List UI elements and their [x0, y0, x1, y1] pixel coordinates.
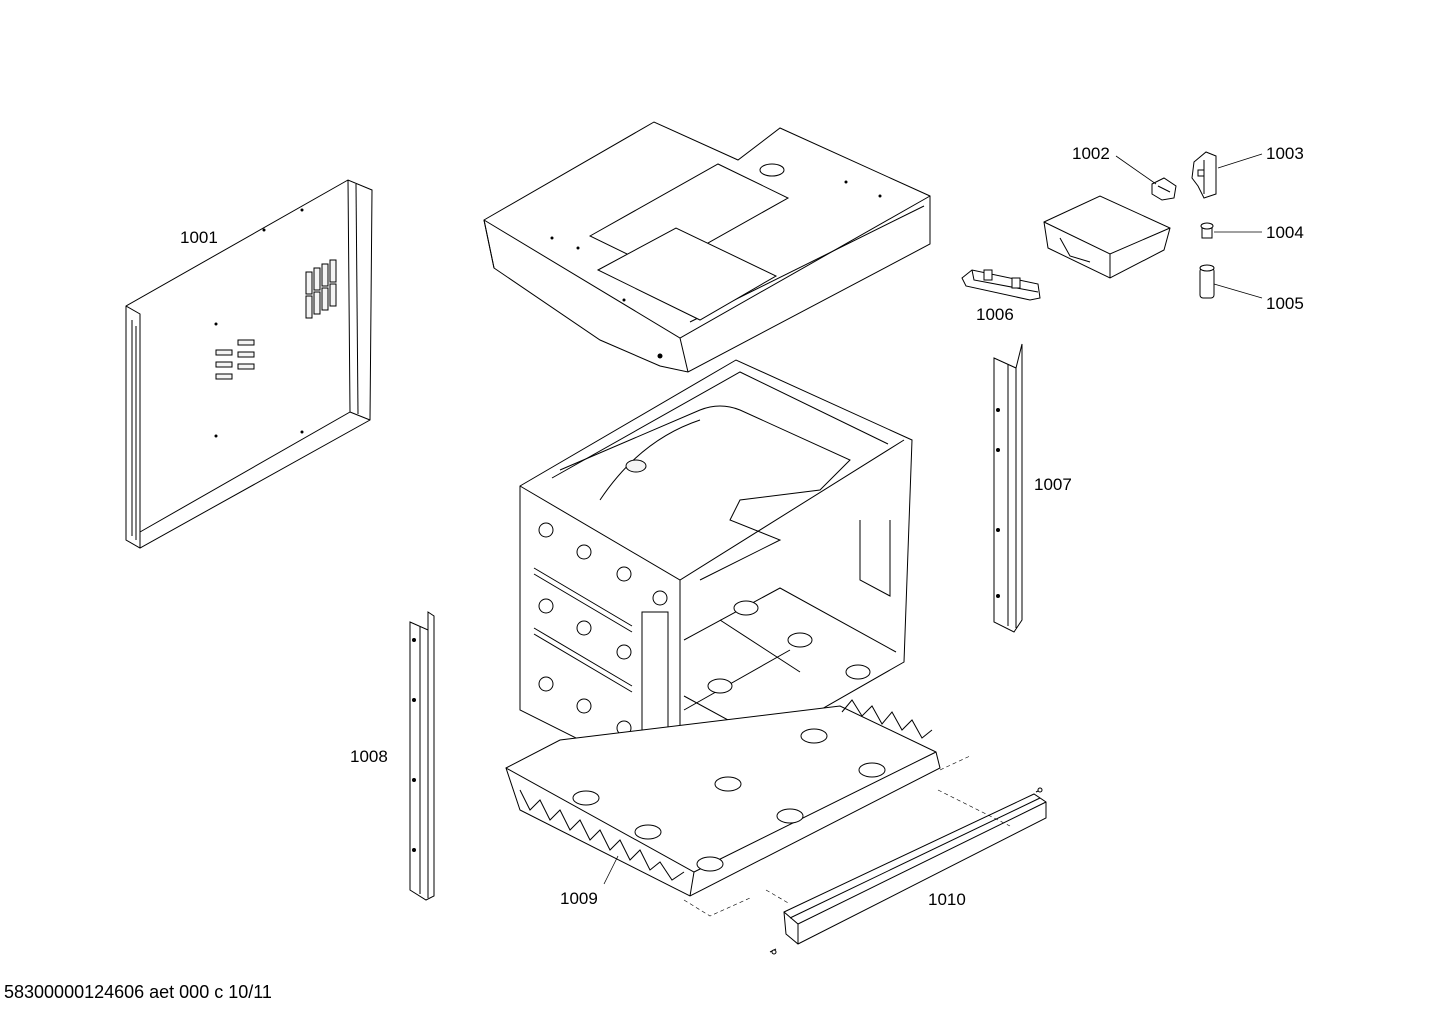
top-cover	[483, 121, 931, 373]
hinge-bracket-1003	[1191, 151, 1217, 199]
callout-1006: 1006	[976, 305, 1014, 324]
callout-1009: 1009	[560, 889, 598, 908]
callout-1004: 1004	[1266, 223, 1304, 242]
latch-1006	[961, 269, 1041, 301]
callout-1007: 1007	[1034, 475, 1072, 494]
pin-1005	[1199, 264, 1215, 299]
callout-1005: 1005	[1266, 294, 1304, 313]
base-tray-1009	[505, 699, 941, 897]
clip-1002	[1151, 177, 1177, 201]
callout-1010: 1010	[928, 890, 966, 909]
screw-cap-1004	[1200, 222, 1214, 239]
rear-panel-1001	[125, 179, 373, 549]
mounting-bracket	[1043, 195, 1171, 279]
callout-1002: 1002	[1072, 144, 1110, 163]
callout-1003: 1003	[1266, 144, 1304, 163]
callout-labels: 1001 1002 1003 1004 1005 1006 1007 1008 …	[180, 144, 1304, 909]
left-side-strip-1008	[409, 611, 435, 901]
callout-1008: 1008	[350, 747, 388, 766]
diagram-code: 58300000124606 aet 000 c 10/11	[4, 982, 272, 1002]
vent-slots	[215, 259, 337, 380]
right-side-strip-1007	[993, 343, 1023, 633]
front-trim-bar-1010	[683, 755, 1047, 955]
leader-lines	[603, 153, 1263, 885]
callout-1001: 1001	[180, 228, 218, 247]
